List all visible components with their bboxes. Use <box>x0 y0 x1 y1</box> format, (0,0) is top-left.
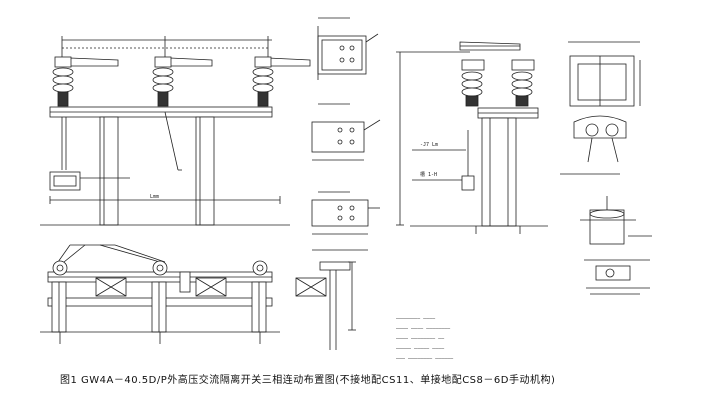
note-line-5: ——— ———————— —————— <box>396 356 454 362</box>
left-plan-view <box>40 244 327 344</box>
frame-label-1: -J7 Lm <box>420 142 438 148</box>
note-line-2: ———— ———— ———————— <box>396 326 451 332</box>
right-side-view: -J7 Lm 槽 1-H <box>396 41 548 234</box>
note-line-3: ———— ———————— —— <box>396 336 445 342</box>
note-line-4: ————— ————— ———— <box>396 346 445 352</box>
note-line-1: ———————— ———— <box>396 316 436 322</box>
figure-caption: 图1 GW4A－40.5D/P外高压交流隔离开关三相连动布置图(不接地配CS11… <box>60 375 556 386</box>
main-span-label: Lmm <box>150 194 159 200</box>
notes-block: ———————— ———— ———— ———— ———————— ———— ——… <box>396 316 454 362</box>
left-elevation-view: Lmm <box>40 36 311 226</box>
middle-detail-views <box>311 17 381 350</box>
far-right-detail-views <box>560 41 652 295</box>
frame-label-2: 槽 1-H <box>420 171 437 178</box>
